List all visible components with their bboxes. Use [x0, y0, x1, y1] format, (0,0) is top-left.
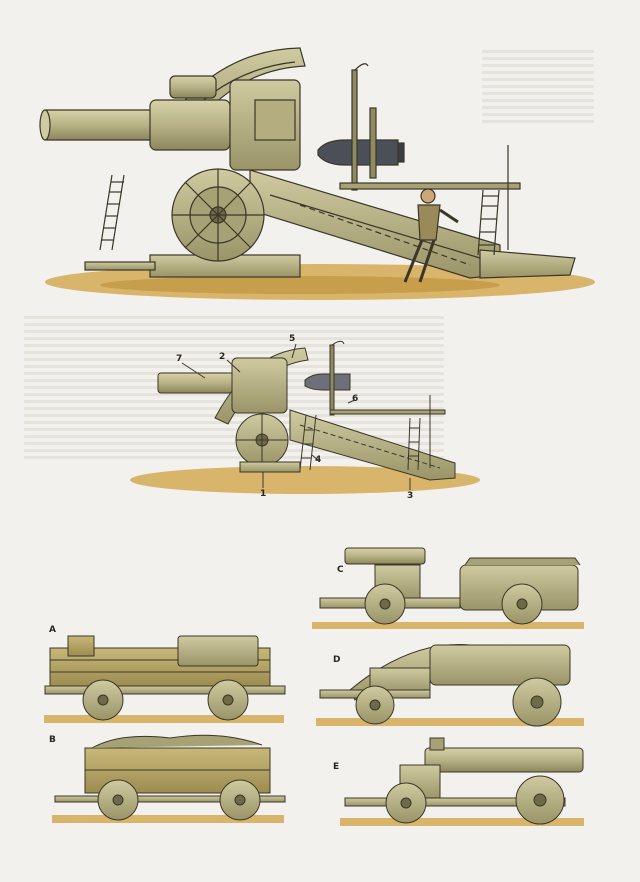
callout-1: 1 — [260, 489, 267, 499]
vehicle-label-a: A — [49, 625, 56, 635]
callout-4: 4 — [315, 455, 322, 465]
main-shell — [317, 139, 405, 166]
detail-howitzer — [130, 340, 480, 494]
callout-3: 3 — [407, 491, 414, 501]
vehicle-d — [316, 644, 584, 727]
callout-2: 2 — [219, 352, 226, 362]
vehicle-b — [52, 734, 286, 823]
vehicle-label-d: D — [333, 655, 341, 665]
vehicle-label-c: C — [337, 565, 344, 575]
vehicle-label-e: E — [333, 762, 340, 772]
vehicle-e — [340, 737, 584, 826]
main-ladder-left — [99, 174, 125, 251]
vehicle-a — [44, 635, 286, 723]
faded-text-block-top-right — [482, 46, 594, 127]
vehicle-c — [312, 547, 584, 629]
callout-7: 7 — [176, 354, 183, 364]
callout-5: 5 — [289, 334, 296, 344]
detail-ground-patch — [130, 466, 480, 494]
main-ladder-right — [477, 189, 500, 256]
main-howitzer — [39, 47, 595, 300]
detail-trail — [289, 409, 456, 481]
detail-barrel — [157, 372, 239, 394]
callout-6: 6 — [352, 394, 359, 404]
main-crew-figure — [403, 188, 459, 283]
vehicle-label-b: B — [49, 735, 56, 745]
